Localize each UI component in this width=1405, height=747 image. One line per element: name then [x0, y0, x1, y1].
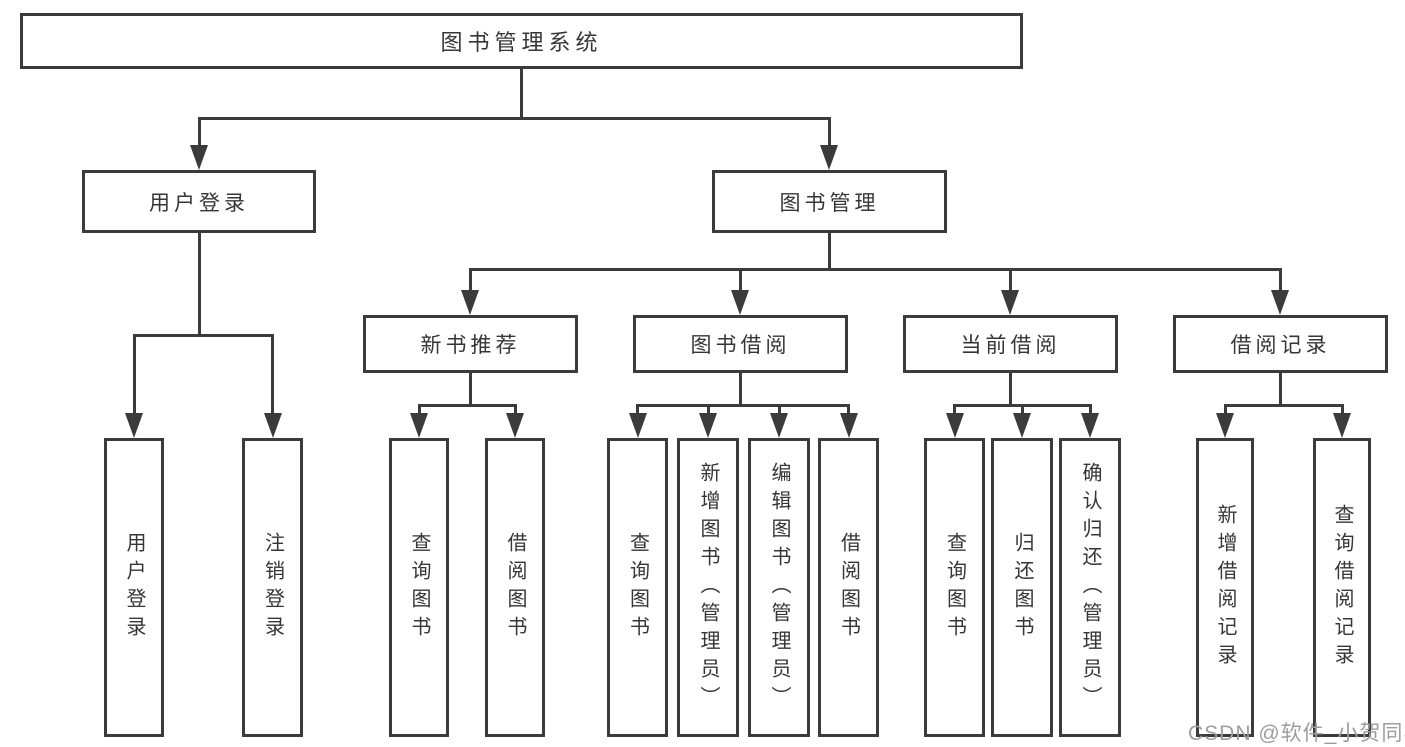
node-label: 用户登录 [149, 191, 249, 215]
leaf-add-book-admin: 新增图书（管理员） [677, 438, 739, 737]
node-label: 图书管理系统 [440, 30, 603, 55]
edge-stub [514, 404, 517, 415]
node-book-management: 图书管理 [712, 170, 947, 233]
edge-to-borrow-records [1279, 268, 1282, 293]
leaf-logout-login: 注销登录 [242, 438, 303, 737]
arrow-down-icon [506, 413, 524, 438]
edge-to-leaf-user-login [133, 334, 136, 415]
leaf-edit-book-admin: 编辑图书（管理员） [748, 438, 810, 737]
edge-stub [418, 404, 421, 415]
edge-borrow-records-stem [1279, 373, 1282, 407]
leaf-label: 编辑图书（管理员） [768, 461, 790, 714]
arrow-down-icon [820, 145, 838, 170]
arrow-down-icon [190, 145, 208, 170]
edge-book-mgmt-crossbar [469, 268, 1282, 271]
edge-to-user-login [198, 117, 201, 147]
node-label: 当前借阅 [960, 334, 1061, 357]
edge-borrow-records-crossbar [1224, 404, 1342, 407]
arrow-down-icon [410, 413, 428, 438]
leaf-label: 查询图书 [408, 531, 430, 644]
edge-to-book-borrow [739, 268, 742, 293]
leaf-return-books: 归还图书 [991, 438, 1053, 737]
leaf-label: 新增图书（管理员） [697, 461, 719, 714]
edge-stub [847, 404, 850, 415]
edge-to-book-management [828, 117, 831, 147]
edge-user-login-stem [198, 233, 201, 337]
leaf-add-borrow-record: 新增借阅记录 [1196, 438, 1254, 737]
edge-user-login-crossbar [133, 334, 274, 337]
edge-to-new-book [469, 268, 472, 293]
edge-new-book-crossbar [418, 404, 517, 407]
arrow-down-icon [264, 413, 282, 438]
leaf-query-books-recommend: 查询图书 [389, 438, 449, 737]
arrow-down-icon [731, 290, 749, 315]
leaf-label: 确认归还（管理员） [1079, 461, 1101, 714]
arrow-down-icon [1216, 413, 1234, 438]
node-user-login: 用户登录 [82, 170, 316, 233]
leaf-label: 查询借阅记录 [1331, 503, 1353, 672]
arrow-down-icon [1271, 290, 1289, 315]
edge-book-borrow-stem [739, 373, 742, 407]
arrow-down-icon [1081, 413, 1099, 438]
edge-to-leaf-logout [271, 334, 274, 415]
edge-current-borrow-stem [1009, 373, 1012, 407]
edge-stub [1341, 404, 1344, 415]
arrow-down-icon [699, 413, 717, 438]
csdn-watermark: CSDN @软件_小贺同学 [1188, 722, 1405, 745]
edge-book-mgmt-stem [828, 233, 831, 271]
edge-stub [636, 404, 639, 415]
arrow-down-icon [1333, 413, 1351, 438]
edge-root-stem [520, 69, 523, 120]
leaf-borrow-books-recommend: 借阅图书 [485, 438, 545, 737]
arrow-down-icon [1013, 413, 1031, 438]
arrow-down-icon [125, 413, 143, 438]
leaf-confirm-return-admin: 确认归还（管理员） [1059, 438, 1121, 737]
leaf-label: 借阅图书 [504, 531, 526, 644]
edge-stub [1021, 404, 1024, 415]
leaf-label: 借阅图书 [837, 531, 860, 644]
edge-stub [1224, 404, 1227, 415]
leaf-query-books-current: 查询图书 [924, 438, 985, 737]
edge-to-current-borrow [1009, 268, 1012, 293]
node-label: 图书借阅 [690, 334, 791, 357]
arrow-down-icon [1001, 290, 1019, 315]
leaf-label: 查询图书 [943, 531, 966, 644]
arrow-down-icon [629, 413, 647, 438]
edge-stub [707, 404, 710, 415]
leaf-borrow-books: 借阅图书 [818, 438, 879, 737]
leaf-user-login: 用户登录 [104, 438, 164, 737]
leaf-query-books-borrow: 查询图书 [607, 438, 668, 737]
node-label: 图书管理 [779, 191, 880, 215]
edge-stub [778, 404, 781, 415]
node-label: 借阅记录 [1230, 334, 1331, 357]
leaf-label: 新增借阅记录 [1214, 503, 1236, 672]
node-library-management-system: 图书管理系统 [20, 13, 1023, 69]
leaf-label: 查询图书 [626, 531, 649, 644]
leaf-label: 归还图书 [1011, 531, 1033, 644]
leaf-query-borrow-record: 查询借阅记录 [1313, 438, 1371, 737]
arrow-down-icon [770, 413, 788, 438]
edge-root-crossbar [198, 117, 831, 120]
arrow-down-icon [461, 290, 479, 315]
arrow-down-icon [946, 413, 964, 438]
edge-stub [1089, 404, 1092, 415]
edge-book-borrow-crossbar [636, 404, 849, 407]
leaf-label: 注销登录 [261, 531, 284, 644]
node-borrow-records: 借阅记录 [1173, 315, 1388, 373]
node-new-book-recommend: 新书推荐 [363, 315, 578, 373]
arrow-down-icon [840, 413, 858, 438]
node-book-borrow: 图书借阅 [633, 315, 848, 373]
node-current-borrow: 当前借阅 [903, 315, 1118, 373]
leaf-label: 用户登录 [123, 531, 145, 644]
edge-stub [953, 404, 956, 415]
node-label: 新书推荐 [420, 334, 521, 357]
edge-new-book-stem [469, 373, 472, 407]
